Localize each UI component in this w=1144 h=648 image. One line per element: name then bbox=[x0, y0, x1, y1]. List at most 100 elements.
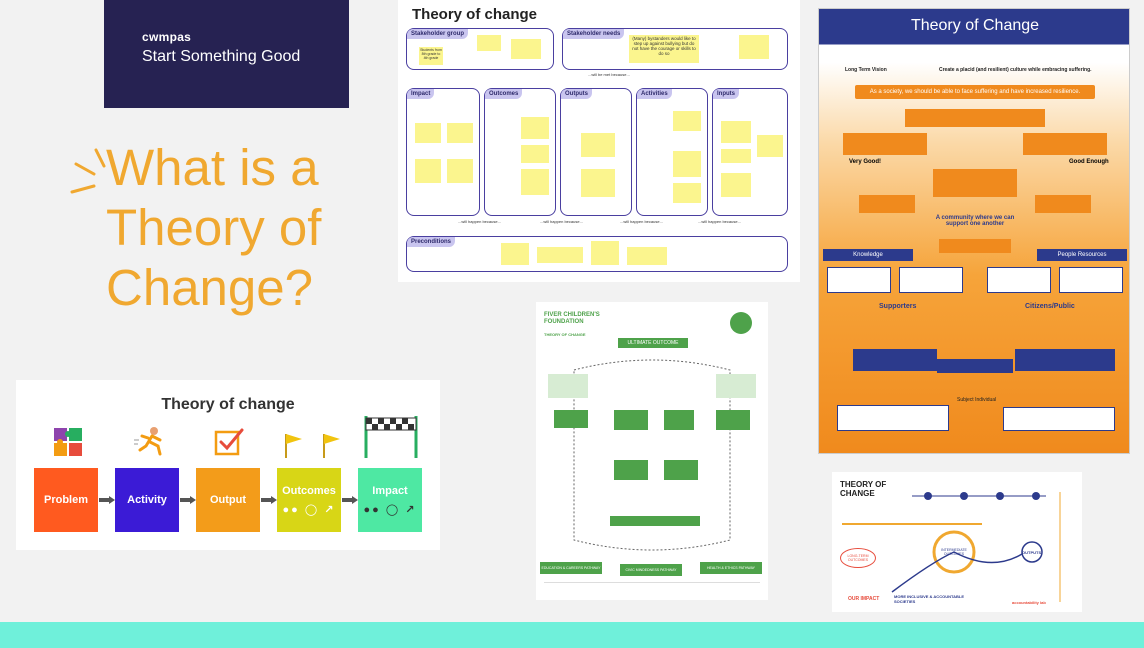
sticky-note bbox=[673, 183, 701, 203]
sticky-note bbox=[521, 169, 549, 195]
poster-subject: Subject Individual bbox=[957, 397, 997, 403]
sticky-note bbox=[673, 111, 701, 131]
will-happen-connector: ...will happen because... bbox=[620, 219, 663, 224]
page-title: What is a Theory of Change? bbox=[106, 139, 322, 316]
poster-very-good: Very Good! bbox=[849, 159, 882, 165]
fiver-pathway-education: EDUCATION & CAREERS PATHWAY bbox=[540, 562, 602, 574]
poster-box bbox=[1023, 133, 1107, 155]
fiver-pathway-health: HEALTH & ETHICS PATHWAY bbox=[700, 562, 762, 574]
orange-poster-card: Theory of Change Long Term Vision Create… bbox=[818, 8, 1130, 454]
puzzle-icon bbox=[54, 428, 82, 456]
people-globe-chart-icon: ●● ◯ ↗ bbox=[282, 503, 336, 516]
poster-box bbox=[843, 133, 927, 155]
sticky-note bbox=[415, 123, 441, 143]
outcomes-label: Outcomes bbox=[485, 89, 523, 99]
will-happen-connector: ...will happen because... bbox=[698, 219, 741, 224]
poster-box bbox=[827, 267, 891, 293]
poster-box bbox=[1035, 195, 1091, 213]
poster-title: Theory of Change bbox=[910, 17, 1040, 34]
sticky-note bbox=[521, 117, 549, 139]
people-globe-chart-icon: ●● ◯ ↗ bbox=[363, 503, 417, 516]
poster-center-text: A community where we can support one ano… bbox=[935, 215, 1015, 227]
burst-icon bbox=[70, 148, 106, 194]
inputs-label: Inputs bbox=[713, 89, 739, 99]
stakeholder-group-section: Stakeholder group Students from 8th grad… bbox=[406, 28, 554, 70]
inputs-column: Inputs bbox=[712, 88, 788, 216]
impact-label: Impact bbox=[407, 89, 435, 99]
flow-step-outcomes-label: Outcomes bbox=[282, 484, 336, 497]
activities-column: Activities bbox=[636, 88, 708, 216]
outputs-label: Outputs bbox=[561, 89, 592, 99]
poster-box bbox=[937, 359, 1013, 373]
poster-citizens: Citizens/Public bbox=[1025, 303, 1075, 310]
flow-step-outcomes: Outcomes ●● ◯ ↗ bbox=[277, 468, 341, 532]
arrow-right-icon bbox=[180, 496, 196, 504]
fiver-logo-icon bbox=[730, 312, 752, 334]
poster-vision-label: Long Term Vision bbox=[845, 67, 887, 73]
flow-step-impact-label: Impact bbox=[372, 484, 408, 497]
poster-good-enough: Good Enough bbox=[1069, 159, 1109, 165]
will-happen-connector: ...will happen because... bbox=[458, 219, 501, 224]
flow-step-output: Output bbox=[196, 468, 260, 532]
sticky-note bbox=[721, 173, 751, 197]
acc-outputs: OUTPUTS bbox=[1022, 550, 1042, 555]
sticky-note bbox=[757, 135, 783, 157]
sticky-note bbox=[415, 159, 441, 183]
bottom-accent-band bbox=[0, 622, 1144, 648]
sticky-note bbox=[511, 39, 541, 59]
poster-box bbox=[933, 169, 1017, 197]
outcomes-column: Outcomes bbox=[484, 88, 556, 216]
will-happen-connector: ...will happen because... bbox=[540, 219, 583, 224]
sticky-note bbox=[721, 149, 751, 163]
arrow-right-icon bbox=[342, 496, 358, 504]
poster-supporters: Supporters bbox=[879, 303, 917, 310]
poster-box bbox=[939, 239, 1011, 253]
sticky-note bbox=[627, 247, 667, 265]
logo-tagline: Start Something Good bbox=[142, 48, 301, 65]
poster-people-resources: People Resources bbox=[1037, 249, 1127, 261]
sticky-note bbox=[739, 35, 769, 59]
stakeholder-group-label: Stakeholder group bbox=[407, 29, 469, 39]
sticky-note bbox=[447, 159, 473, 183]
poster-box bbox=[987, 267, 1051, 293]
logo-brand: cwmpas bbox=[142, 30, 192, 44]
sticky-note bbox=[673, 151, 701, 177]
sticky-note bbox=[721, 121, 751, 143]
acc-our-impact: OUR IMPACT bbox=[848, 596, 880, 602]
sticky-note bbox=[537, 247, 583, 263]
poster-society-banner: As a society, we should be able to face … bbox=[855, 85, 1095, 99]
flow-card-title: Theory of change bbox=[161, 396, 295, 413]
stakeholder-needs-section: Stakeholder needs (Many) bystanders woul… bbox=[562, 28, 788, 70]
poster-box bbox=[899, 267, 963, 293]
sticky-note bbox=[521, 145, 549, 163]
acc-intermediate: INTERMEDIATE OUTCOMES bbox=[941, 548, 967, 556]
acc-card-title: THEORY OF CHANGE bbox=[840, 480, 887, 498]
fiver-foundation-card: FIVER CHILDREN'S FOUNDATION THEORY OF CH… bbox=[536, 302, 768, 600]
sticky-note bbox=[501, 243, 529, 265]
acc-footer-logo: accountability lab bbox=[1012, 600, 1046, 605]
sticky-note bbox=[447, 123, 473, 143]
sticky-note: Students from 8th grade to 4th grade bbox=[419, 47, 443, 65]
poster-box bbox=[905, 109, 1045, 127]
poster-box bbox=[1059, 267, 1123, 293]
runner-icon bbox=[134, 427, 162, 456]
preconditions-label: Preconditions bbox=[407, 237, 456, 247]
fiver-footnote bbox=[544, 582, 760, 594]
fiver-pathway-diagram bbox=[548, 359, 756, 551]
poster-box bbox=[859, 195, 915, 213]
finish-line-icon bbox=[364, 416, 418, 458]
stakeholder-needs-label: Stakeholder needs bbox=[563, 29, 625, 39]
arrow-right-icon bbox=[261, 496, 277, 504]
fiver-subtitle: THEORY OF CHANGE bbox=[544, 332, 586, 337]
acc-flow-diagram bbox=[842, 492, 1061, 602]
fiver-pathway-civic: CIVIC MINDEDNESS PATHWAY bbox=[620, 564, 682, 576]
will-be-met-connector: ...will be met because... bbox=[588, 72, 630, 77]
sticky-note-needs: (Many) bystanders would like to step up … bbox=[629, 35, 699, 63]
sticky-note bbox=[581, 169, 615, 197]
poster-box bbox=[1003, 407, 1115, 431]
poster-box bbox=[837, 405, 949, 431]
sticky-note bbox=[591, 241, 619, 265]
impact-column: Impact bbox=[406, 88, 480, 216]
poster-knowledge: Knowledge bbox=[823, 249, 913, 261]
activities-label: Activities bbox=[637, 89, 672, 99]
